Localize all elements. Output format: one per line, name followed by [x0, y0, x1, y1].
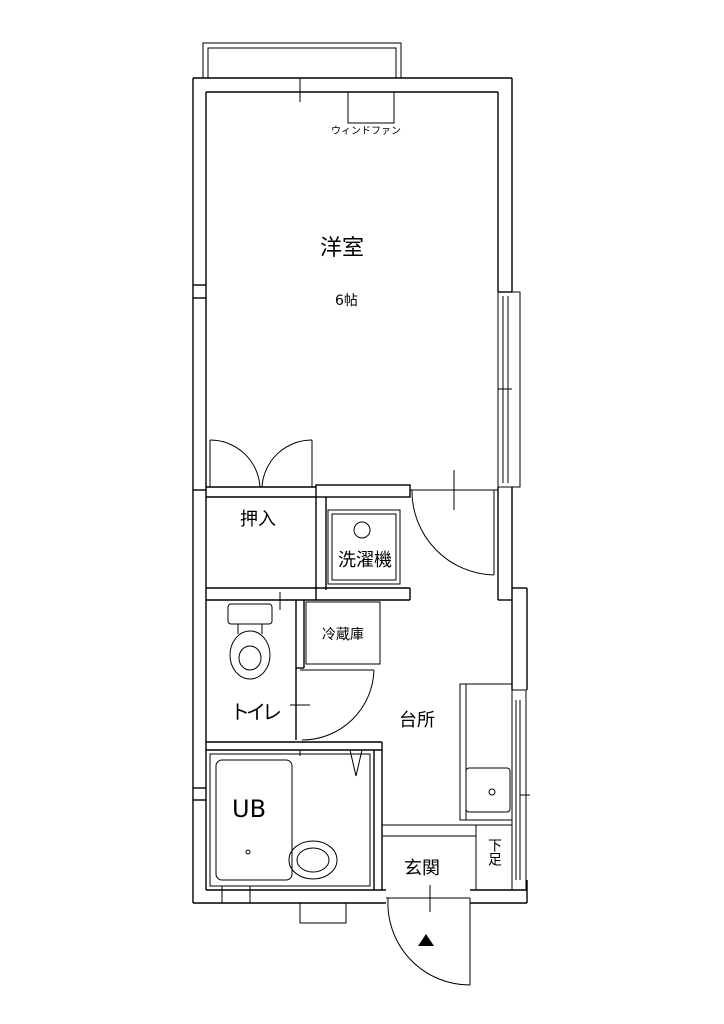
- entrance-door: [386, 885, 471, 986]
- refrigerator-box: [305, 601, 381, 665]
- outer-walls: [192, 77, 528, 924]
- western-room-label: 洋室: [320, 236, 365, 261]
- toilet-door: [290, 669, 375, 741]
- western-room-size: 6帖: [335, 293, 358, 309]
- partitions: [206, 484, 513, 891]
- entrance-label: 玄関: [404, 858, 440, 879]
- washing-machine-box: [327, 509, 401, 585]
- unit-bath: [209, 749, 371, 904]
- kitchen-counter: [459, 683, 530, 821]
- refrigerator-label: 冷蔵庫: [322, 627, 364, 643]
- room-door: [411, 470, 495, 576]
- toilet-fixture: [227, 592, 281, 680]
- closet-label: 押入: [240, 509, 276, 530]
- washing-machine-label: 洗濯機: [338, 550, 392, 571]
- closet-doors: [209, 439, 313, 488]
- balcony: [202, 42, 402, 79]
- toilet-label: トイレ: [230, 700, 282, 724]
- bath-label: UB: [232, 795, 267, 823]
- shoe-box-label: 下足: [486, 838, 502, 866]
- kitchen-label: 台所: [399, 710, 435, 731]
- window-fan-label: ウィンドファン: [331, 126, 401, 137]
- entrance-arrow-icon: [418, 934, 434, 946]
- window-fan-box: [347, 91, 395, 124]
